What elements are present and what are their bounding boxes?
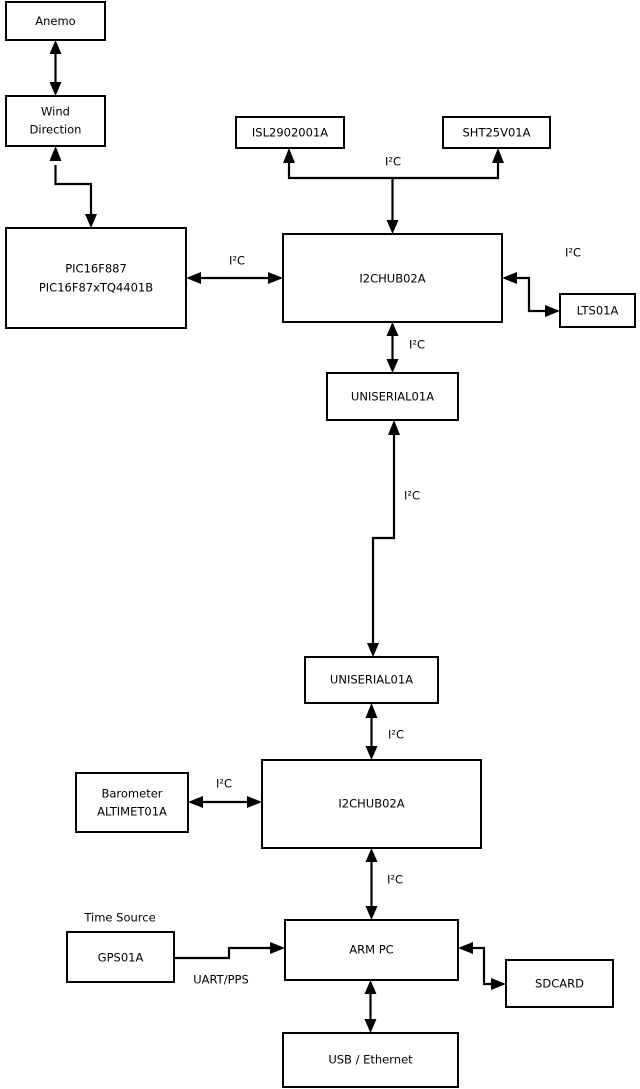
edge-label-pic-to-hub: I²C (229, 254, 245, 268)
arrowhead-up-hub-top-in-uni (386, 322, 399, 336)
node-isl2902001a[interactable]: ISL2902001A (235, 116, 345, 149)
node-usb-ethernet-box (282, 1032, 459, 1088)
node-uniserial01a-top-box (326, 372, 459, 421)
node-gps01a[interactable]: GPS01A (66, 931, 175, 983)
node-sdcard[interactable]: SDCARD (505, 959, 614, 1008)
node-wind-direction[interactable]: Wind Direction (5, 95, 106, 147)
node-i2chub02a-bottom-box (261, 759, 482, 849)
arrowhead-down-wind-direction (49, 82, 62, 96)
node-usb-ethernet[interactable]: USB / Ethernet (282, 1032, 459, 1088)
node-pic-mcu[interactable]: PIC16F887 PIC16F87xTQ4401B (5, 227, 187, 329)
edge-label-gps-to-armpc: UART/PPS (193, 973, 249, 987)
arrowhead-left-barometer-in (188, 796, 203, 808)
arrowhead-up-uniserial-top-in (388, 420, 400, 435)
node-usb-ethernet-label: USB / Ethernet (328, 1053, 413, 1067)
arrowhead-right-hub-bottom-in (247, 796, 262, 808)
edge-gps-arm-pc: UART/PPS (174, 942, 285, 987)
node-lts01a[interactable]: LTS01A (559, 293, 636, 328)
edge-uniserial-bottom-hub-bottom: I²C (365, 703, 404, 760)
edge-label-hub-to-armpc: I²C (387, 873, 403, 887)
arrowhead-right-arm-pc-in-gps (270, 942, 285, 954)
node-arm-pc[interactable]: ARM PC (284, 919, 459, 981)
node-sht25v01a[interactable]: SHT25V01A (442, 116, 551, 149)
node-sdcard-label: SDCARD (535, 977, 584, 991)
node-barometer-altimet01a-box (75, 772, 189, 833)
node-lts01a-box (559, 293, 636, 328)
arrowhead-up-sht-in (492, 148, 504, 163)
node-arm-pc-box (284, 919, 459, 981)
node-i2chub02a-bottom[interactable]: I2CHUB02A (261, 759, 482, 849)
arrowhead-up-wind-direction-in (49, 146, 62, 161)
node-barometer-altimet01a[interactable]: Barometer ALTIMET01A (75, 772, 189, 833)
edge-label-hub-to-lts: I²C (565, 246, 581, 260)
arrowhead-down-hub-bottom-in (365, 746, 378, 760)
edge-hub-top-lts01a: I²C (502, 246, 581, 317)
arrowhead-up-anemo (49, 40, 62, 54)
node-i2chub02a-top[interactable]: I2CHUB02A (282, 233, 503, 323)
arrowhead-up-arm-pc-out (364, 980, 377, 994)
edge-barometer-hub-bottom: I²C (188, 777, 262, 808)
group-label-time-source: Time Source (83, 911, 155, 925)
edge-arm-pc-usb-ethernet (364, 980, 377, 1033)
node-barometer-label-line1: Barometer (101, 787, 162, 801)
edge-hub-top-uniserial-top: I²C (386, 322, 425, 373)
arrowhead-down-usb-ethernet-in (364, 1019, 377, 1033)
node-barometer-label-line2: ALTIMET01A (97, 805, 167, 819)
arrowhead-down-uniserial-top-in (386, 359, 399, 373)
node-wind-direction-label-line1: Wind (41, 105, 70, 119)
node-pic-mcu-label-line1: PIC16F887 (65, 262, 127, 276)
arrowhead-down-hub-top-in (386, 220, 399, 234)
node-anemo[interactable]: Anemo (5, 1, 106, 41)
node-isl2902001a-label: ISL2902001A (252, 126, 328, 140)
node-i2chub02a-top-box (282, 233, 503, 323)
node-i2chub02a-bottom-label: I2CHUB02A (338, 797, 404, 811)
node-anemo-label: Anemo (35, 14, 75, 28)
node-pic-mcu-label-line2: PIC16F87xTQ4401B (39, 281, 153, 295)
node-sdcard-box (505, 959, 614, 1008)
node-gps01a-box (66, 931, 175, 983)
arrowhead-down-pic-in (85, 214, 97, 228)
node-arm-pc-label: ARM PC (349, 943, 393, 957)
edge-sensor-bus: I²C (283, 148, 504, 234)
node-lts01a-label: LTS01A (577, 304, 619, 318)
arrowhead-left-hub-top-in-lts (502, 272, 517, 284)
arrowhead-up-uniserial-bottom-out (365, 703, 378, 718)
arrowhead-right-sdcard-in (491, 978, 506, 990)
node-wind-direction-box (5, 95, 106, 147)
node-uniserial01a-bottom[interactable]: UNISERIAL01A (304, 656, 439, 704)
edge-label-barometer-to-hub: I²C (216, 777, 232, 791)
arrowhead-up-isl-in (283, 148, 295, 163)
node-pic-mcu-box (5, 227, 187, 329)
arrowhead-right-lts01a-in (545, 305, 560, 317)
node-anemo-box (5, 1, 106, 41)
node-sht25v01a-box (442, 116, 551, 149)
edge-label-hub-to-uniserial: I²C (409, 338, 425, 352)
node-uniserial01a-top[interactable]: UNISERIAL01A (326, 372, 459, 421)
edge-label-uniserial-link: I²C (404, 489, 420, 503)
edge-label-uniserial-to-hub-bottom: I²C (388, 728, 404, 742)
node-isl2902001a-box (235, 116, 345, 149)
arrowhead-down-arm-pc-in (365, 906, 378, 920)
arrowhead-up-hub-bottom-out (365, 848, 378, 862)
arrowhead-left-arm-pc-in-sd (458, 942, 473, 954)
edge-arm-pc-sdcard (458, 942, 506, 990)
edge-pic-hub-top: I²C (186, 254, 283, 284)
node-uniserial01a-top-label: UNISERIAL01A (351, 390, 434, 404)
edge-hub-bottom-arm-pc: I²C (365, 848, 403, 920)
arrowhead-left-pic-in (186, 272, 201, 284)
arrowhead-down-uniserial-bottom-in (367, 643, 379, 657)
node-i2chub02a-top-label: I2CHUB02A (359, 272, 425, 286)
node-wind-direction-label-line2: Direction (30, 123, 82, 137)
arrowhead-right-hub-top-in (268, 272, 283, 284)
edge-uniserial-link: I²C (367, 420, 420, 657)
edge-pic-wind-direction (49, 146, 97, 228)
node-uniserial01a-bottom-label: UNISERIAL01A (330, 673, 413, 687)
edge-anemo-wind-direction (49, 40, 62, 96)
edge-label-sensor-bus: I²C (385, 155, 401, 169)
node-gps01a-label: GPS01A (98, 951, 144, 965)
node-sht25v01a-label: SHT25V01A (463, 126, 531, 140)
